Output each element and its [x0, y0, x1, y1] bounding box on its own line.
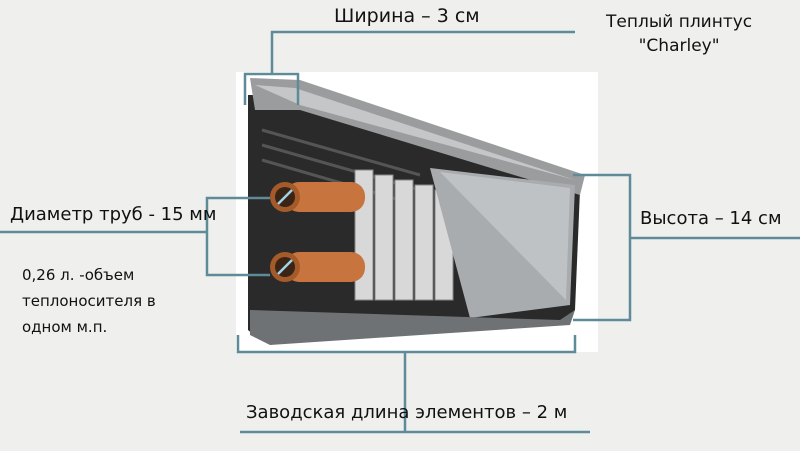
volume-line: теплоносителя в [22, 292, 156, 310]
product-title: Теплый плинтус "Charley" [606, 10, 752, 58]
width-label: Ширина – 3 см [334, 5, 480, 27]
volume-line: 0,26 л. -объем [22, 266, 135, 284]
product-photo [236, 72, 598, 352]
callout-lines [0, 30, 800, 434]
product-title-line1: Теплый плинтус [606, 12, 753, 32]
height-label: Высота – 14 см [640, 208, 782, 229]
pipe-diameter-label: Диаметр труб - 15 мм [10, 204, 217, 225]
volume-line: одном м.п. [22, 318, 108, 336]
coolant-volume-label: 0,26 л. -объем теплоносителя в одном м.п… [22, 262, 156, 340]
diameter-arrows [277, 189, 293, 275]
length-label: Заводская длина элементов – 2 м [246, 402, 568, 423]
product-title-line2: "Charley" [638, 36, 720, 56]
